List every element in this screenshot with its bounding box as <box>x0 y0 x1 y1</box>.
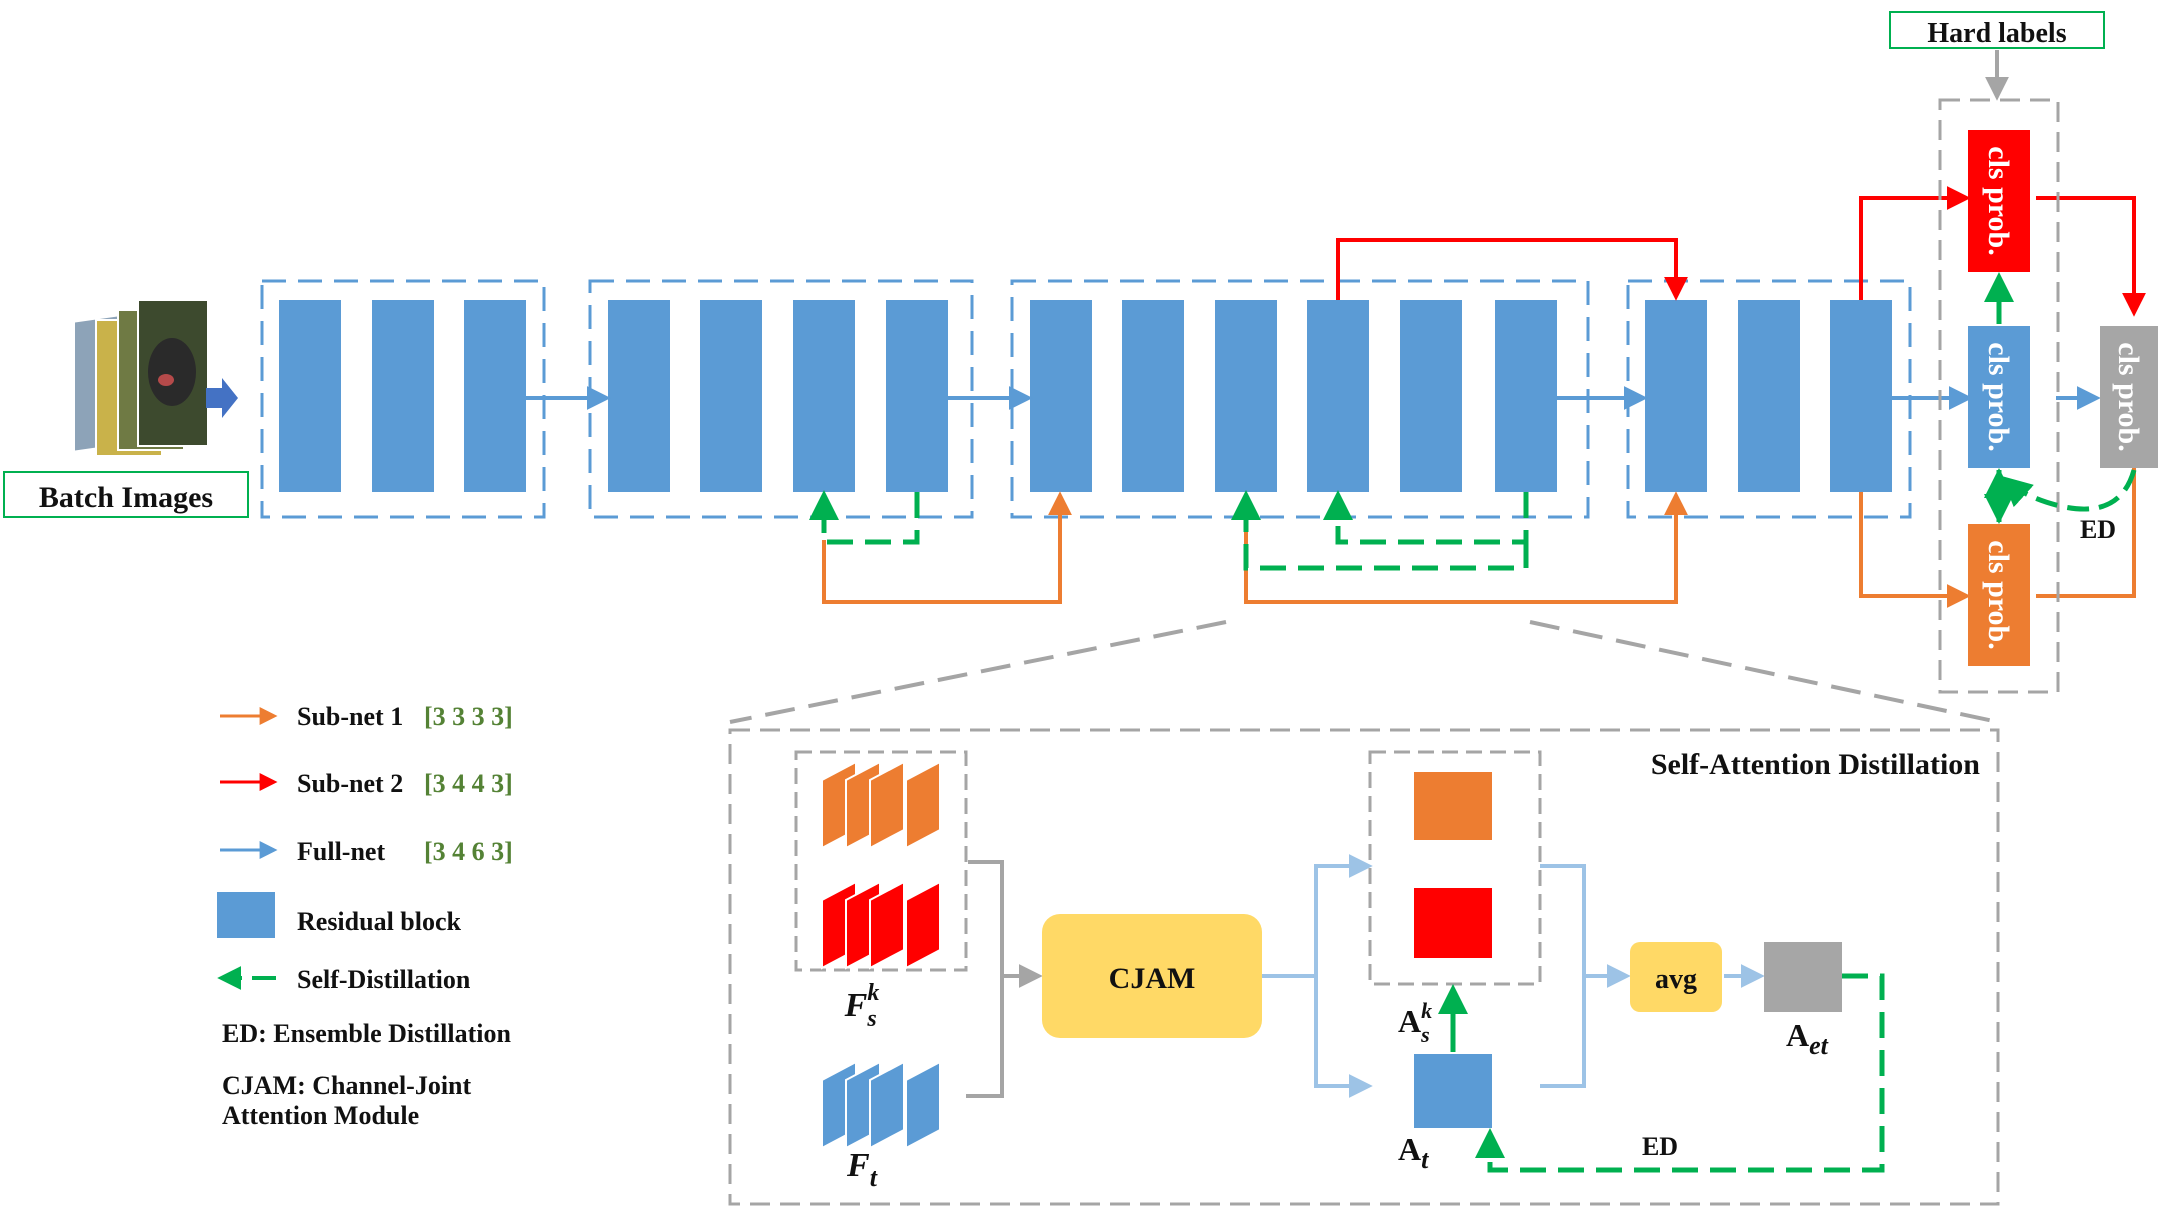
residual-block <box>700 300 762 492</box>
cls-selfdist <box>1984 272 2137 524</box>
at-blue-map <box>1414 1054 1492 1128</box>
subnet2-paths <box>1336 186 2146 317</box>
cls-prob-ensemble-label: cls prob. <box>2112 342 2145 451</box>
avg-label: avg <box>1655 964 1697 995</box>
residual-block <box>1030 300 1092 492</box>
cls-prob-red: cls prob. <box>1968 130 2030 272</box>
ed-label-bottom: ED <box>1642 1132 1678 1161</box>
cjam-label: CJAM <box>1109 962 1196 995</box>
avg-module <box>1630 942 1722 1012</box>
selfdist-paths <box>809 490 1529 571</box>
residual-block <box>279 300 341 492</box>
legend-cjam-def-1: CJAM: Channel-Joint <box>222 1071 472 1100</box>
residual-block <box>608 300 670 492</box>
batch-images-box <box>3 471 249 518</box>
ed-arrow <box>2001 469 2137 512</box>
output-dashed-box <box>1938 98 2060 694</box>
legend-residual: Residual block <box>297 907 462 936</box>
as-orange-map <box>1414 772 1492 840</box>
legend-subnet1-cfg: [3 3 3 3] <box>424 702 513 731</box>
residual-block <box>1215 300 1277 492</box>
subnet1-arrow <box>1859 492 1971 608</box>
legend-selfdist: Self-Distillation <box>297 965 471 994</box>
input-arrow-icon <box>206 378 238 418</box>
subnet2-arrow <box>1336 238 1688 301</box>
cls-prob-orange-label: cls prob. <box>1982 540 2015 649</box>
subnet1-arrow <box>1244 491 1688 604</box>
ft-blue-feature-stack <box>821 1060 941 1150</box>
residual-block <box>1307 300 1369 492</box>
legend: Sub-net 1 [3 3 3 3] Sub-net 2 [3 4 4 3] … <box>217 702 513 1130</box>
residual-block <box>1400 300 1462 492</box>
legend-fullnet-cfg: [3 4 6 3] <box>424 837 513 866</box>
legend-cjam-def-2: Attention Module <box>222 1101 419 1130</box>
at-label: At <box>1398 1131 1429 1174</box>
avg-input-lines <box>1540 864 1765 1088</box>
fs-red-feature-stack <box>821 880 941 970</box>
residual-blocks <box>279 300 1892 492</box>
zoom-lines <box>729 620 1999 724</box>
ft-label: Ft <box>846 1147 878 1192</box>
cls-prob-red-label: cls prob. <box>1982 146 2015 255</box>
residual-block <box>793 300 855 492</box>
residual-block <box>1830 300 1892 492</box>
cjam-output-lines <box>1262 854 1373 1098</box>
hard-labels-box <box>1889 11 2105 49</box>
cls-prob-orange: cls prob. <box>1968 524 2030 666</box>
sad-title: Self-Attention Distillation <box>1651 748 1980 781</box>
ed-loop-arrow <box>1475 973 1885 1173</box>
legend-ed-def: ED: Ensemble Distillation <box>222 1019 511 1048</box>
residual-block <box>1738 300 1800 492</box>
legend-subnet2-cfg: [3 4 4 3] <box>424 769 513 798</box>
cls-prob-blue-label: cls prob. <box>1982 342 2015 451</box>
residual-block <box>1645 300 1707 492</box>
batch-images-stack <box>73 299 209 457</box>
as-red-map <box>1414 888 1492 958</box>
aet-label: Aet <box>1786 1017 1829 1060</box>
selfdist-arrow <box>1323 490 1529 545</box>
batch-images-label: Batch Images <box>39 481 213 514</box>
cls-prob-blue: cls prob. <box>1968 326 2030 468</box>
legend-subnet1-name: Sub-net 1 <box>297 702 403 731</box>
legend-residual-swatch <box>217 892 275 938</box>
residual-block <box>1122 300 1184 492</box>
cjam-input-lines <box>966 860 1043 1098</box>
residual-block <box>1495 300 1557 492</box>
hard-labels-label: Hard labels <box>1927 18 2066 49</box>
selfdist-arrow <box>809 490 920 545</box>
residual-block <box>886 300 948 492</box>
subnet2-arrow <box>1859 186 1971 300</box>
cls-prob-ensemble: cls prob. <box>2100 326 2158 468</box>
subnet1-paths <box>822 387 2146 608</box>
subnet1-arrow <box>822 491 1072 604</box>
fs-dashed-box <box>794 750 968 972</box>
legend-fullnet-name: Full-net <box>297 837 385 866</box>
legend-subnet2-name: Sub-net 2 <box>297 769 403 798</box>
aet-map <box>1764 942 1842 1012</box>
cjam-module <box>1042 914 1262 1038</box>
sad-panel <box>728 728 2000 1206</box>
subnet2-arrow <box>2036 196 2146 317</box>
residual-block <box>372 300 434 492</box>
residual-block <box>464 300 526 492</box>
fs-orange-feature-stack <box>821 760 941 850</box>
ed-label-top: ED <box>2080 515 2116 544</box>
selfdist-arrow <box>1231 490 1529 571</box>
